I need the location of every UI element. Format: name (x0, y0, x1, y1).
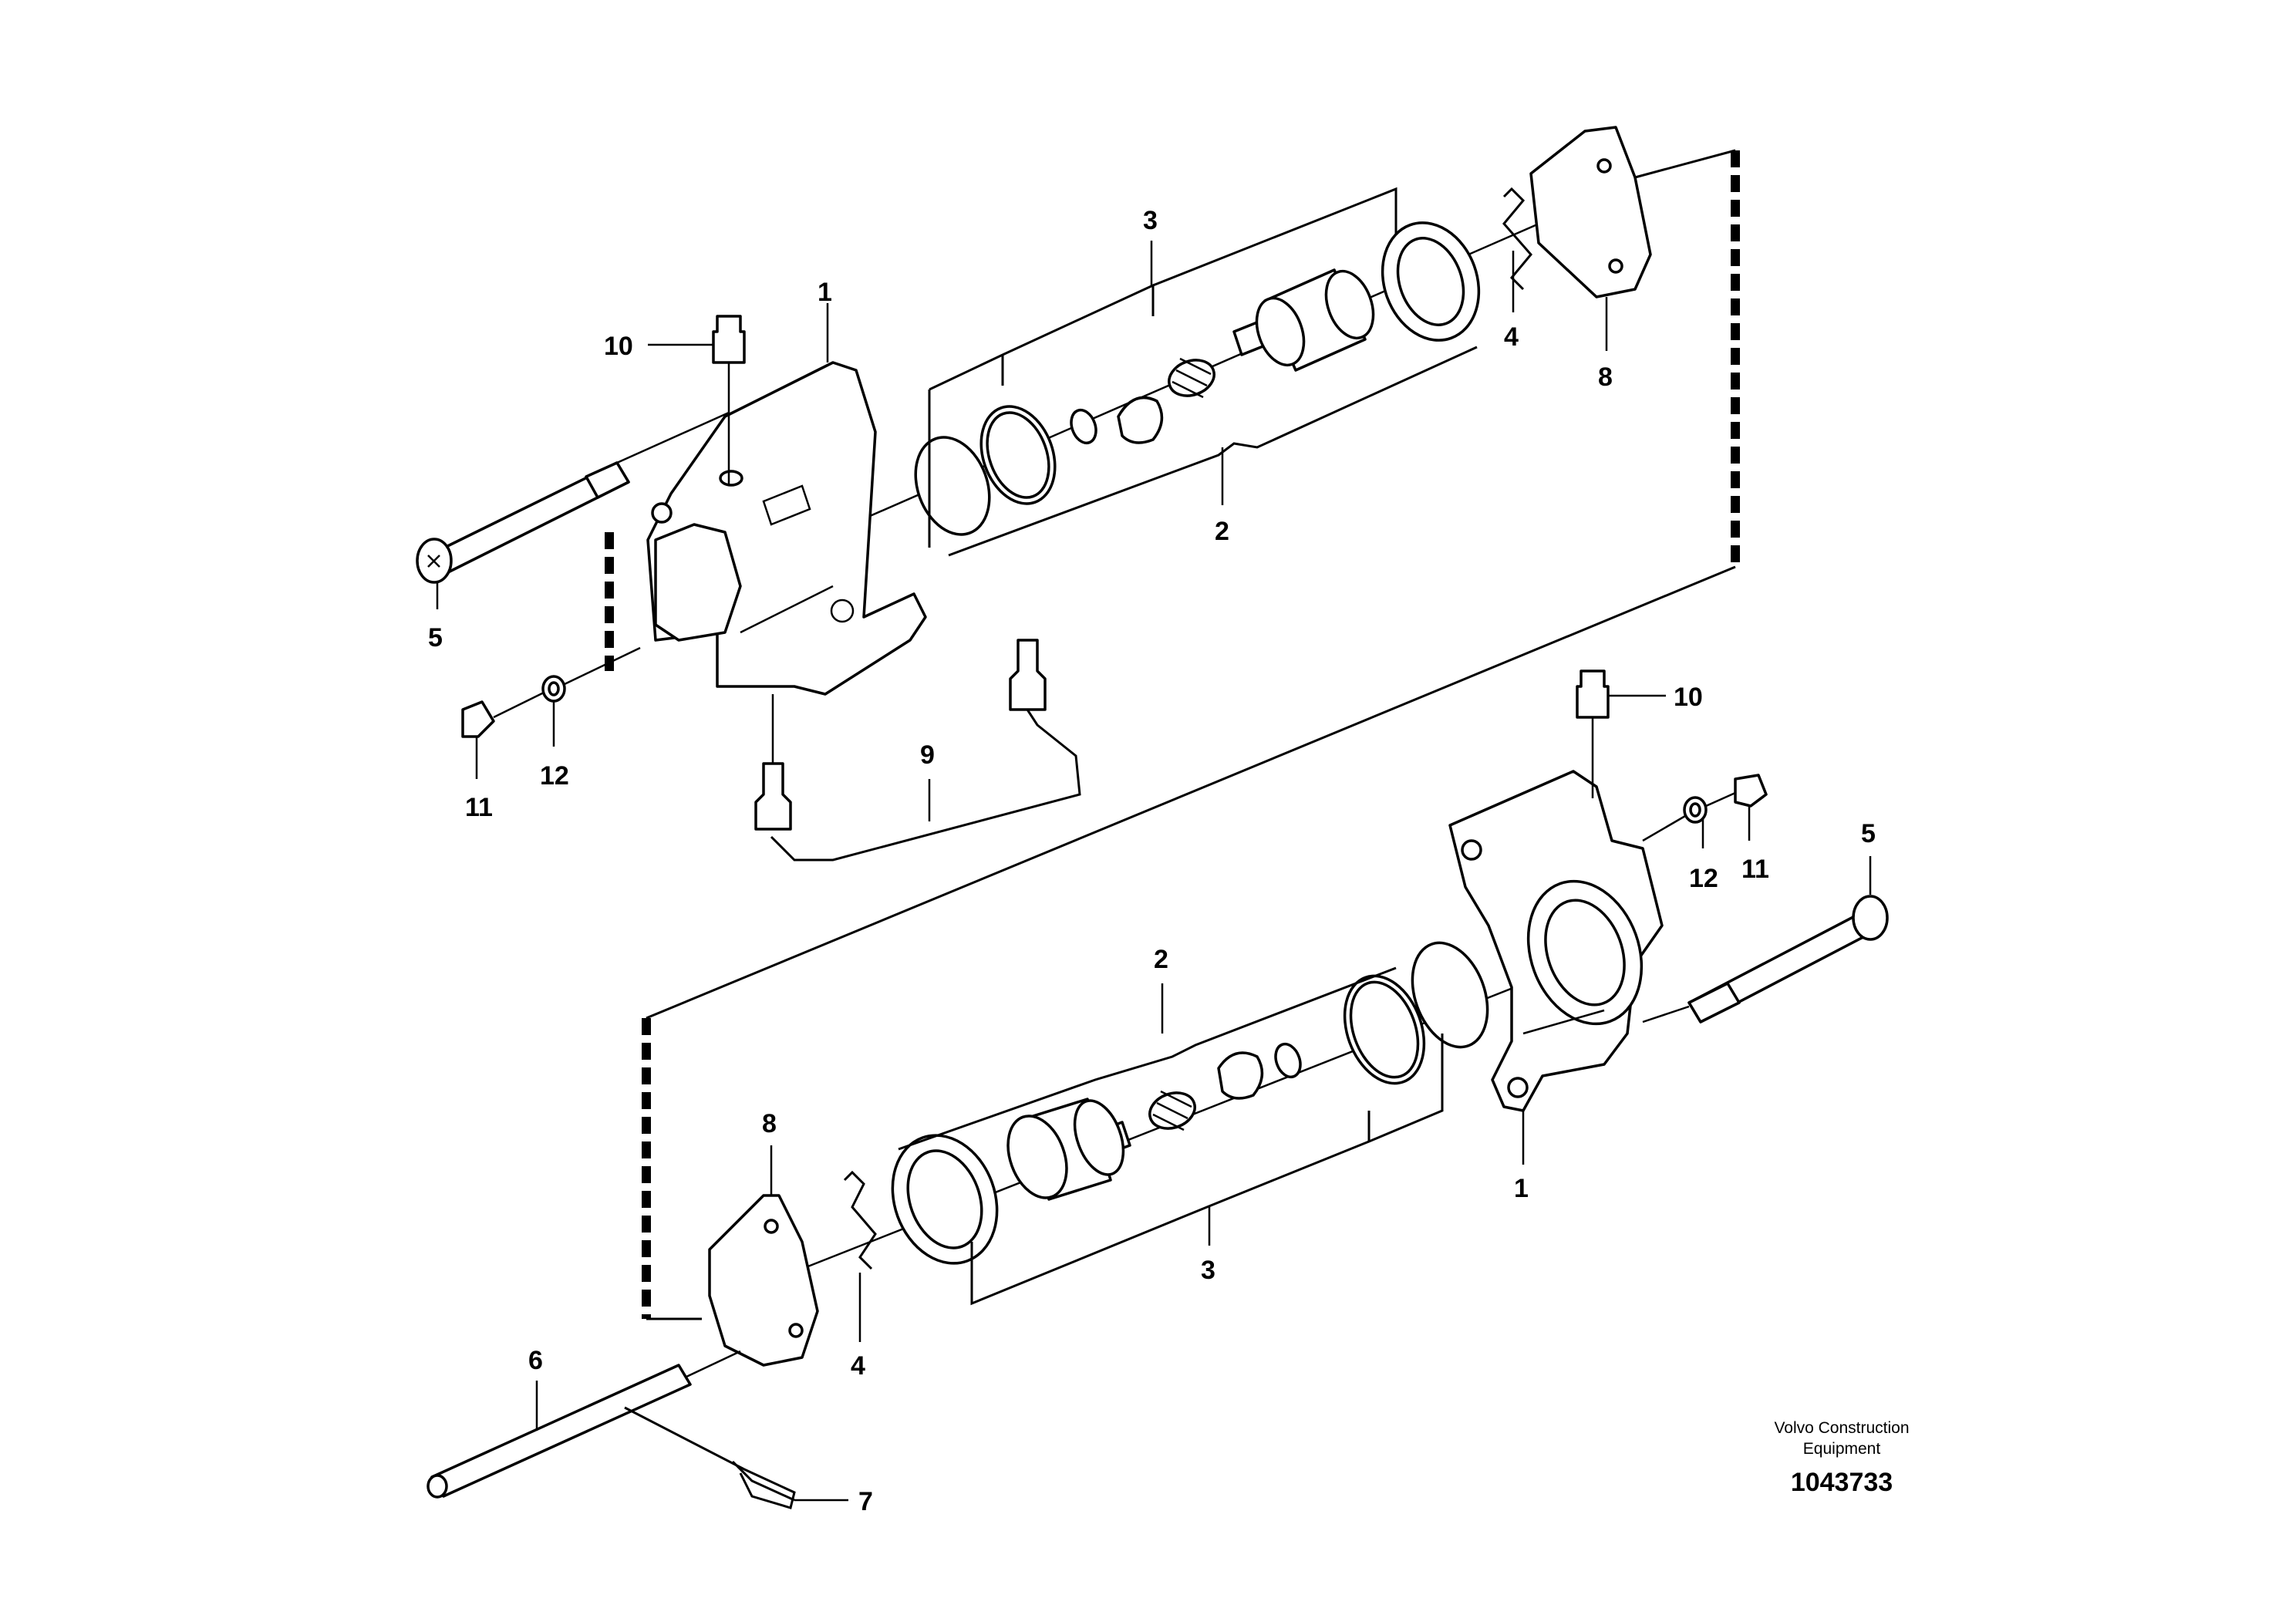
credit-line-2: Equipment (1803, 1440, 1881, 1458)
callout-lower-6: 6 (528, 1346, 543, 1375)
callout-upper-11: 11 (465, 793, 493, 822)
callout-lower-11: 11 (1741, 855, 1769, 884)
callout-upper-4: 4 (1504, 322, 1519, 352)
callout-lower-1: 1 (1514, 1174, 1529, 1203)
callout-upper-2: 2 (1215, 517, 1229, 546)
upper-brackets (928, 187, 1478, 557)
lower-plug-and-washer (1642, 774, 1768, 842)
callout-upper-9: 9 (920, 740, 935, 770)
lower-caliper-housing (1448, 770, 1664, 1112)
callout-lower-3: 3 (1201, 1256, 1215, 1285)
upper-brake-pad (1529, 126, 1652, 298)
callout-upper-5: 5 (428, 623, 443, 653)
lower-bolt (1642, 895, 1889, 1023)
upper-piston (1232, 268, 1375, 372)
upper-bolt (416, 411, 730, 584)
callout-lower-8: 8 (762, 1109, 777, 1138)
lower-piston (1006, 1098, 1131, 1201)
upper-seals (914, 357, 1215, 536)
lower-dust-boot (891, 1134, 999, 1265)
lower-spring-clip (843, 1170, 877, 1270)
upper-caliper-housing (646, 361, 927, 696)
lower-pin (426, 1350, 741, 1499)
assembly-link-lines (605, 149, 1740, 1320)
upper-dust-boot (1381, 221, 1481, 342)
leader-lines (436, 241, 1872, 1502)
callout-upper-10: 10 (604, 332, 633, 361)
lower-bleed-screw (1576, 669, 1610, 798)
callout-upper-12: 12 (540, 761, 569, 791)
callouts-lower: 10 12 11 5 2 1 3 8 4 6 7 (528, 683, 1876, 1516)
lower-r-clip (624, 1406, 796, 1509)
lower-assembly (426, 669, 1889, 1509)
lower-brackets (898, 966, 1444, 1306)
credit-line-1: Volvo Construction (1774, 1419, 1909, 1437)
callout-upper-1: 1 (818, 278, 832, 307)
callout-lower-5: 5 (1861, 819, 1876, 848)
lower-seals (1148, 941, 1489, 1131)
upper-plug-and-washer (461, 646, 641, 738)
upper-spring-clip (1502, 187, 1532, 291)
callouts-upper: 1 3 2 4 8 5 10 11 12 9 (428, 206, 1613, 822)
callout-upper-8: 8 (1598, 363, 1613, 392)
manufacturer-credit: Volvo Construction Equipment 1043733 (1774, 1419, 1909, 1497)
callout-lower-12: 12 (1689, 864, 1718, 893)
callout-lower-4: 4 (851, 1351, 865, 1381)
upper-brake-pipe (754, 639, 1081, 862)
callout-lower-10: 10 (1674, 683, 1703, 712)
upper-bleed-screw (712, 315, 746, 486)
upper-assembly (416, 126, 1652, 862)
diagram-reference-number: 1043733 (1791, 1468, 1893, 1497)
lower-brake-pad (708, 1194, 819, 1367)
callout-lower-2: 2 (1154, 945, 1168, 974)
callout-upper-3: 3 (1143, 206, 1158, 235)
callout-lower-7: 7 (858, 1487, 873, 1516)
